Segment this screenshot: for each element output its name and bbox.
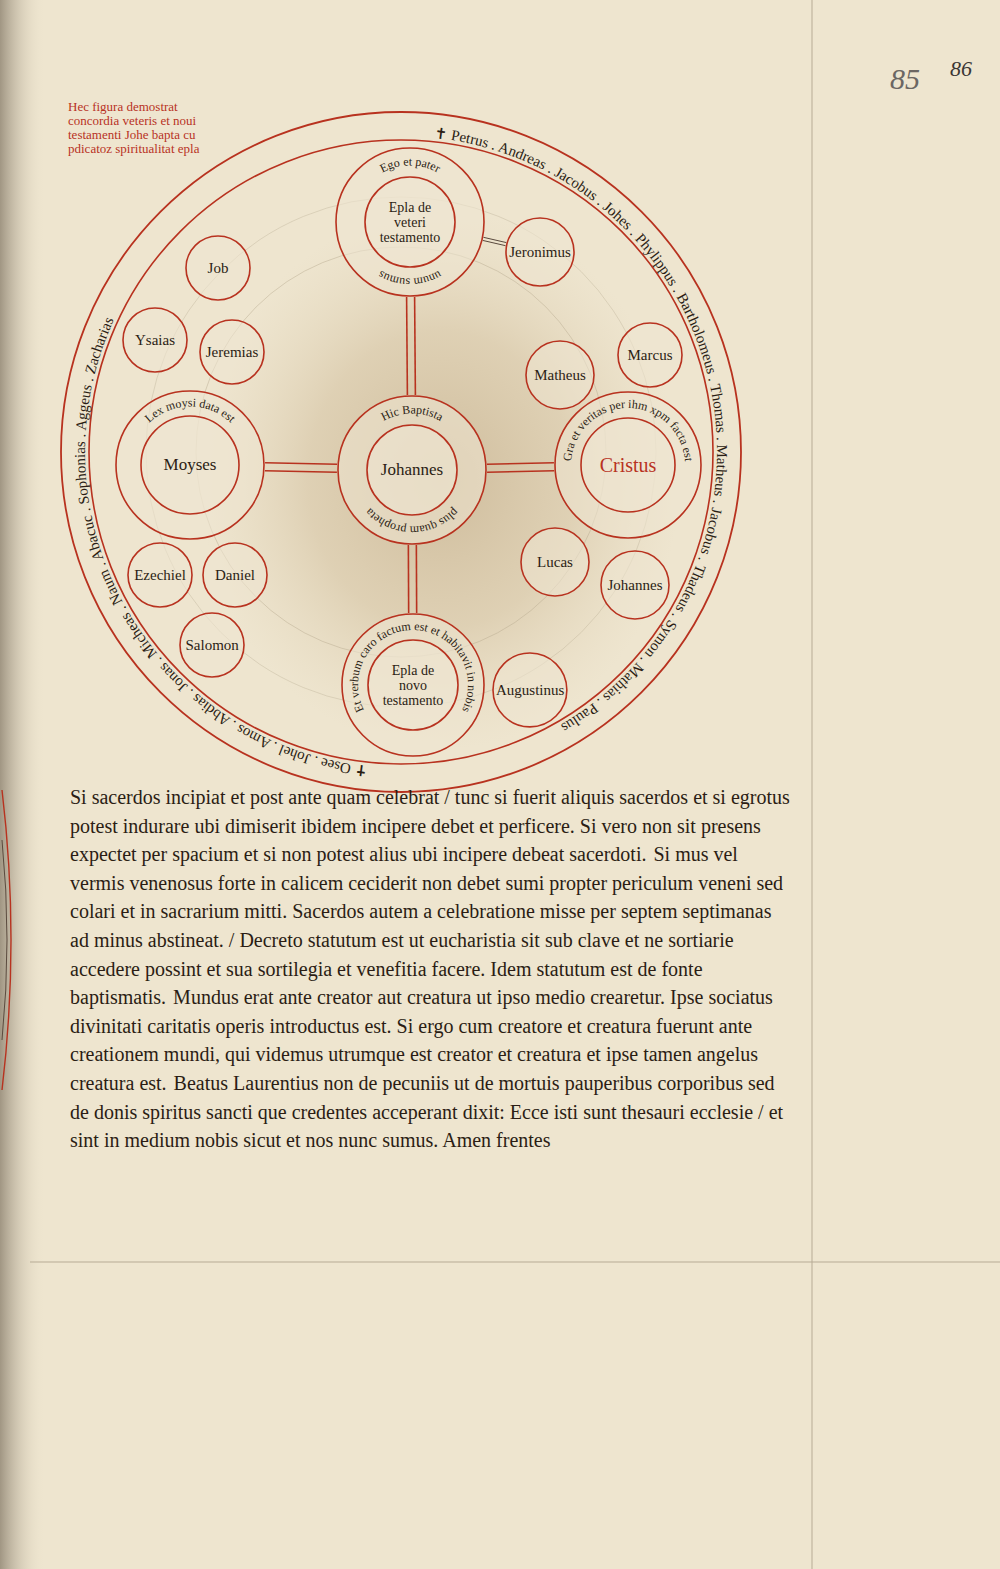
double-bar-connector: [487, 463, 554, 473]
connector-line: [487, 463, 554, 465]
ring-circle: Hic Baptistaplus quam prophetaJohannes: [337, 395, 487, 545]
circle-line: [141, 416, 239, 514]
name-circle: Ysaias: [122, 307, 188, 373]
circle-label: Matheus: [534, 367, 586, 383]
double-bar-connector: [407, 297, 416, 395]
name-circle: Ezechiel: [127, 542, 193, 608]
circle-label: Johannes: [608, 577, 663, 593]
circle-label: Lucas: [537, 554, 573, 570]
circle-label: Marcus: [628, 347, 673, 363]
name-circle: Augustinus: [492, 652, 568, 728]
circle-label: Job: [208, 260, 229, 276]
connector-line: [414, 297, 416, 395]
circle-line: [555, 392, 701, 538]
double-bar-connector: [265, 463, 337, 473]
circle-line: [336, 148, 484, 296]
circle-line: [365, 177, 455, 267]
connector-line: [408, 545, 410, 613]
ring-inscription: Ego et pater: [377, 154, 442, 175]
circle-label: Jeronimus: [509, 244, 571, 260]
ring-circle: Et verbum caro factum est et habitavit i…: [341, 613, 485, 757]
stain: [200, 210, 680, 750]
circle-line: [200, 320, 264, 384]
connector-line: [416, 545, 418, 613]
ring-circle: Gra et veritas per ihm xpm facta estCris…: [554, 391, 702, 539]
circle-label: Epla de novo testamento: [380, 663, 447, 708]
name-circle: Lucas: [520, 527, 590, 597]
circle-line: [128, 543, 192, 607]
circle-line: [342, 614, 484, 756]
double-bar-connector: [483, 237, 507, 245]
connector-line: [406, 297, 408, 395]
circle-label: Moyses: [164, 456, 217, 474]
circle-label: Daniel: [215, 567, 255, 583]
circle-line: [123, 308, 187, 372]
double-bar-connector: [408, 545, 416, 613]
circle-label: Ezechiel: [134, 567, 186, 583]
connector-line: [265, 471, 337, 473]
circle-label: Johannes: [381, 461, 443, 479]
circle-label: Salomon: [186, 637, 239, 653]
circle-label: Jeremias: [206, 344, 258, 360]
ring-inscription: Hic Baptista: [379, 402, 447, 424]
circle-label: Augustinus: [496, 682, 564, 698]
circle-line: [203, 543, 267, 607]
circle-line: [180, 613, 244, 677]
body-text: Si sacerdos incipiat et post ante quam c…: [70, 783, 790, 1155]
circle-label: Epla de veteri testamento: [377, 200, 444, 245]
ring-inscription: Et verbum caro factum est et habitavit i…: [347, 619, 479, 715]
text-paragraph: Beatus Laurentius non de pecuniis ut de …: [70, 1072, 783, 1151]
circle-line: [506, 218, 574, 286]
connector-line: [483, 240, 506, 245]
name-circle: Epla de novo testamento: [367, 639, 459, 731]
name-circle: Marcus: [617, 322, 683, 388]
circle-line: [521, 528, 589, 596]
circle-line: [367, 425, 457, 515]
circle-line: [601, 551, 669, 619]
connector-line: [265, 463, 337, 465]
ring-names: ✝ Osee . Johel . Amos . Abdias . Jonas .…: [72, 314, 368, 779]
ring-circle: Lex moysi data estMoyses: [115, 390, 265, 540]
facing-page-arc: [2, 790, 11, 1090]
name-circle: Salomon: [179, 612, 245, 678]
inner-ring: [89, 140, 713, 764]
folio-number: 85: [890, 62, 920, 96]
circle-label: Cristus: [600, 454, 657, 476]
name-circle: Moyses: [140, 415, 240, 515]
gutter-shadow: [0, 0, 45, 1569]
name-circle: Johannes: [600, 550, 670, 620]
heading-rubric: Hec figura demostrat concordia veteris e…: [68, 100, 218, 156]
name-circle: Epla de veteri testamento: [364, 176, 456, 268]
circle-line: [368, 640, 458, 730]
connector-line: [487, 471, 554, 473]
name-circle: Johannes: [366, 424, 458, 516]
circle-line: [116, 391, 264, 539]
ring-inscription: unum sumus: [375, 268, 444, 290]
outer-ring: [61, 112, 741, 792]
ruling-line: [30, 1262, 1000, 1263]
circle-line: [526, 341, 594, 409]
circle-line: [581, 418, 675, 512]
name-circle: Daniel: [202, 542, 268, 608]
circle-line: [186, 236, 250, 300]
name-circle: Matheus: [525, 340, 595, 410]
name-circle: Cristus: [580, 417, 676, 513]
name-circle: Job: [185, 235, 251, 301]
text-paragraph: Si mus vel vermis venenosus forte in cal…: [70, 843, 783, 1008]
ruling-line: [812, 0, 813, 1569]
circle-line: [338, 396, 486, 544]
name-circle: Jeronimus: [505, 217, 575, 287]
ring-circle: Ego et pater unum sumus Epla de veteri tes…: [335, 147, 485, 297]
facing-page-arc: [2, 840, 7, 1040]
circle-label: Ysaias: [135, 332, 175, 348]
circle-line: [493, 653, 567, 727]
circle-line: [618, 323, 682, 387]
name-circle: Jeremias: [199, 319, 265, 385]
folio-number: 86: [950, 56, 972, 82]
